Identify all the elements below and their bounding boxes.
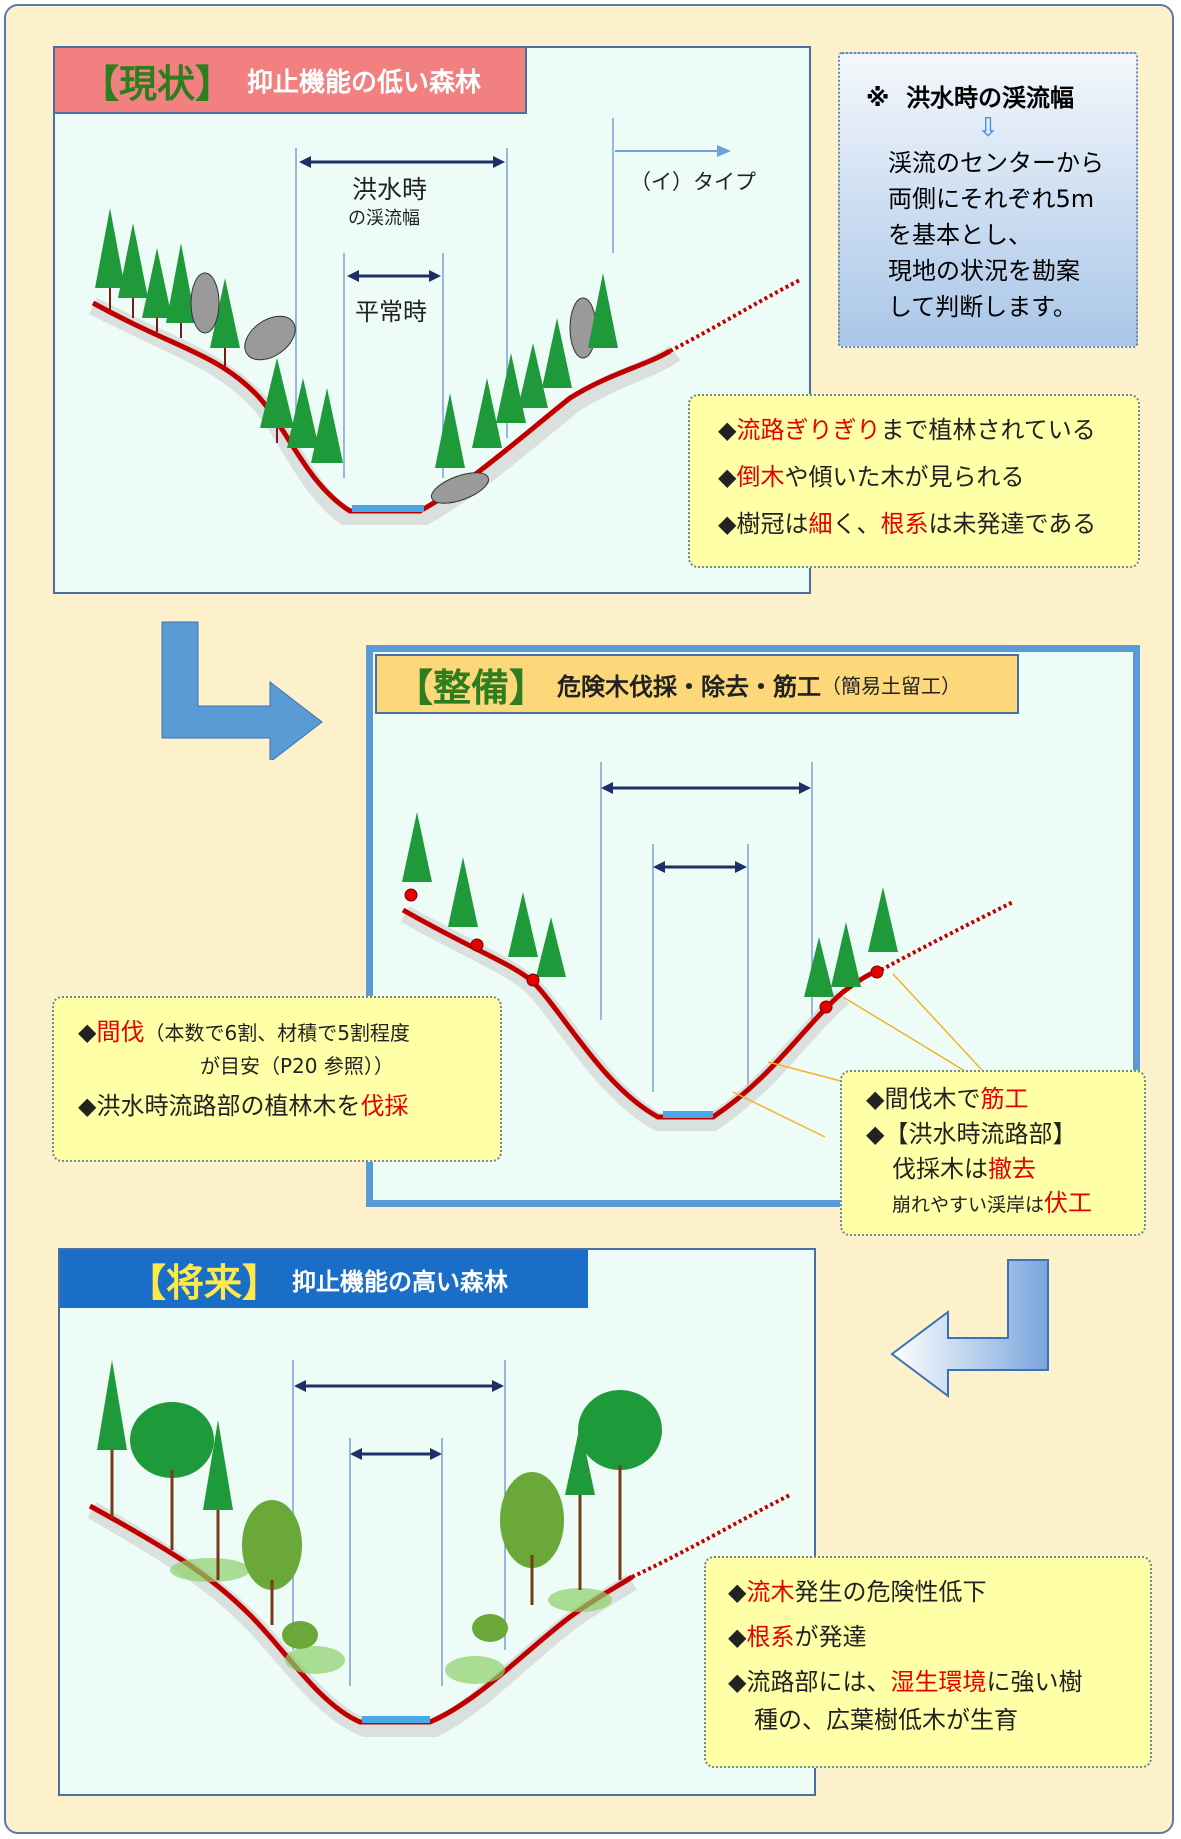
info-title: ※ 洪水時の渓流幅 [866,84,1075,112]
stream [352,505,424,512]
future-tag: 将来 [166,1260,243,1305]
info-box: ※ 洪水時の渓流幅 ⇩ 渓流のセンターから 両側にそれぞれ5m を基本とし、 現… [838,52,1138,348]
current-tag: 現状 [119,61,196,106]
current-note-2: ◆倒木や傾いた木が見られる [718,463,1025,492]
normal-label: 平常時 [355,298,427,326]
maint-right-line-1: ◆間伐木で筋工 [866,1085,1029,1113]
maint-left-line-3: ◆洪水時流路部の植林木を伐採 [78,1092,409,1121]
info-line-1: 渓流のセンターから [888,149,1104,177]
maintenance-title: 危険木伐採・除去・筋工 [557,672,822,701]
future-note-2: ◆根系が発達 [728,1623,867,1652]
future-note-4: 種の、広葉樹低木が生育 [754,1705,1018,1734]
maint-right-line-3: 伐採木は撤去 [892,1154,1036,1183]
maintenance-right-note: ◆間伐木で筋工 ◆【洪水時流路部】 伐採木は撤去 崩れやすい渓岸は伏工 [840,1070,1146,1236]
future-note-1: ◆流木発生の危険性低下 [728,1578,987,1606]
maintenance-tag: 整備 [433,665,510,710]
current-notes: ◆流路ぎりぎりまで植林されている ◆倒木や傾いた木が見られる ◆樹冠は細く、根系… [688,394,1140,568]
future-panel: 【将来】 抑止機能の高い森林 [58,1248,816,1796]
future-note-3: ◆流路部には、湿生環境に強い樹 [728,1668,1083,1697]
maint-left-line-2: が目安（P20 参照）） [200,1054,394,1079]
maintenance-title-sub: （簡易土留工） [821,673,962,698]
info-line-3: を基本とし、 [888,221,1032,249]
future-header: 【将来】 抑止機能の高い森林 [60,1250,588,1308]
current-title: 抑止機能の低い森林 [247,67,482,98]
maintenance-left-note: ◆間伐（本数で6割、材積で5割程度 が目安（P20 参照）） ◆洪水時流路部の植… [52,996,502,1162]
current-panel: 【現状】 抑止機能の低い森林 洪水時 の渓流幅 平常時 （イ）タイプ [53,46,811,594]
maint-right-line-2: ◆【洪水時流路部】 [866,1119,1077,1148]
trunks [110,1450,622,1625]
info-line-2: 両側にそれぞれ5m [888,185,1095,213]
flow-arrow-1 [161,621,323,760]
info-line-4: 現地の状況を勘案 [888,257,1080,285]
flood-label: 洪水時 [352,175,428,204]
undergrowth [170,1558,612,1684]
flood-sublabel: の渓流幅 [348,208,420,229]
contour-logs [404,888,884,1014]
current-note-1: ◆流路ぎりぎりまで植林されている [718,416,1096,444]
current-header: 【現状】 抑止機能の低い森林 [53,46,527,114]
current-note-3: ◆樹冠は細く、根系は未発達である [718,510,1097,539]
future-valley-illustration [87,1360,791,1737]
future-notes: ◆流木発生の危険性低下 ◆根系が発達 ◆流路部には、湿生環境に強い樹 種の、広葉… [704,1556,1152,1768]
info-line-5: して判断します。 [888,293,1077,321]
current-valley-illustration [88,118,801,525]
type-label: （イ）タイプ [630,170,756,194]
maintenance-header: 【整備】 危険木伐採・除去・筋工 （簡易土留工） [375,654,1019,714]
info-down-arrow: ⇩ [977,113,999,143]
flow-arrow-2 [890,1259,1049,1398]
future-title: 抑止機能の高い森林 [292,1267,509,1296]
maint-right-line-4: 崩れやすい渓岸は伏工 [892,1189,1093,1218]
maint-left-line-1: ◆間伐（本数で6割、材積で5割程度 [78,1018,410,1046]
